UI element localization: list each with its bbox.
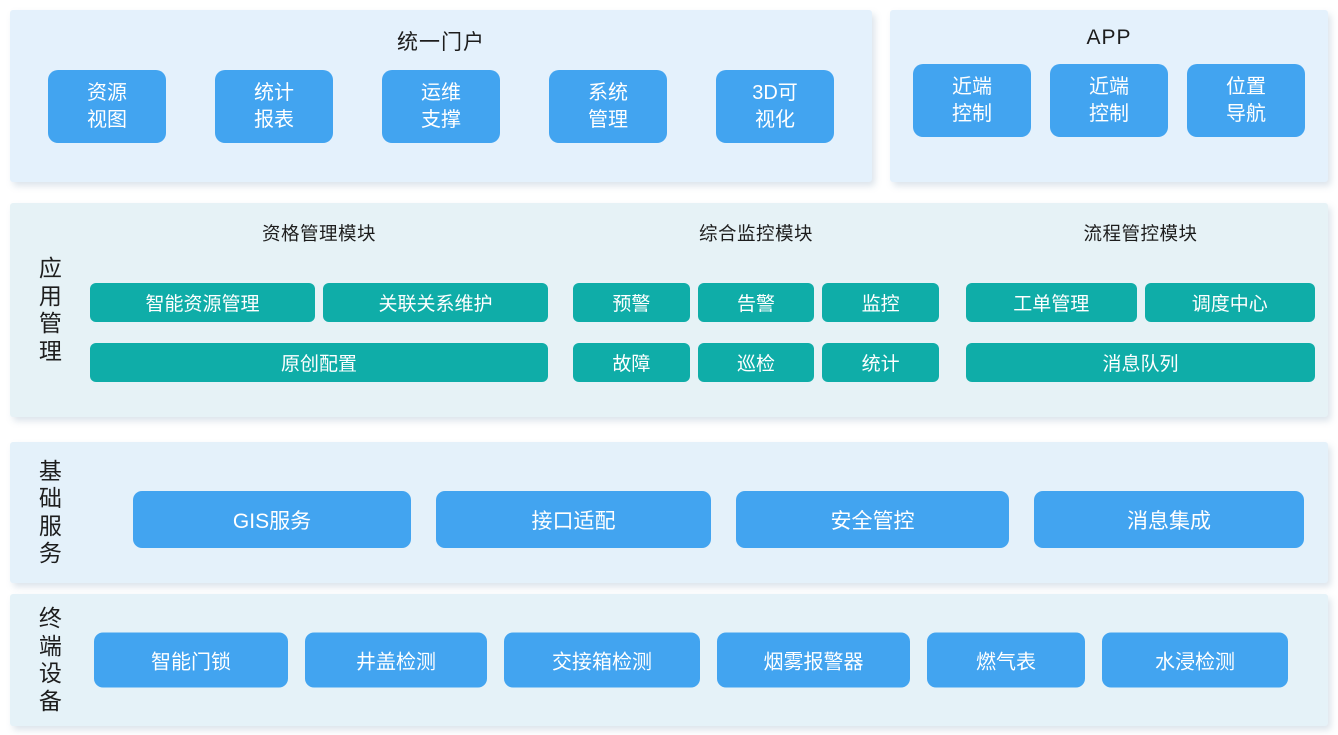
base-services-side-label: 基础服务	[38, 457, 62, 567]
qualification-management-section: 资格管理模块 智能资源管理 关联关系维护 原创配置	[90, 203, 548, 417]
monitor-button[interactable]: 监控	[822, 283, 940, 322]
system-management-button[interactable]: 系统 管理	[549, 70, 667, 143]
process-row-2: 消息队列	[966, 343, 1315, 382]
qualification-management-title: 资格管理模块	[261, 223, 376, 244]
base-services-panel: 基础服务 GIS服务 接口适配 安全管控 消息集成	[10, 442, 1328, 583]
manhole-cover-detection-button[interactable]: 井盖检测	[305, 632, 487, 688]
interface-adaptation-button[interactable]: 接口适配	[436, 491, 711, 548]
early-warning-button[interactable]: 预警	[573, 283, 690, 322]
application-management-side-label: 应用管理	[38, 255, 62, 364]
terminal-devices-button-row: 智能门锁 井盖检测 交接箱检测 烟雾报警器 燃气表 水浸检测	[94, 632, 1288, 688]
smart-door-lock-button[interactable]: 智能门锁	[94, 632, 288, 688]
dispatch-center-button[interactable]: 调度中心	[1144, 283, 1315, 322]
app-panel-title: APP	[1086, 26, 1132, 49]
water-immersion-detection-button[interactable]: 水浸检测	[1102, 632, 1288, 688]
unified-portal-button-row: 资源 视图 统计 报表 运维 支撑 系统 管理 3D可 视化	[10, 70, 872, 143]
resource-view-button[interactable]: 资源 视图	[48, 70, 166, 143]
app-button-row: 近端 控制 近端 控制 位置 导航	[890, 64, 1328, 137]
junction-box-detection-button[interactable]: 交接箱检测	[504, 632, 700, 688]
application-management-panel: 应用管理 资格管理模块 智能资源管理 关联关系维护 原创配置 综合监控模块 预警…	[10, 203, 1328, 417]
process-control-section: 流程管控模块 工单管理 调度中心 消息队列	[966, 203, 1315, 417]
process-control-title: 流程管控模块	[1083, 223, 1198, 244]
statistics-report-button[interactable]: 统计 报表	[215, 70, 333, 143]
integrated-monitoring-section: 综合监控模块 预警 告警 监控 故障 巡检 统计	[573, 203, 940, 417]
base-services-button-row: GIS服务 接口适配 安全管控 消息集成	[133, 491, 1304, 548]
unified-portal-title: 统一门户	[397, 31, 485, 54]
smart-resource-management-button[interactable]: 智能资源管理	[90, 283, 315, 322]
app-panel: APP 近端 控制 近端 控制 位置 导航	[890, 10, 1328, 182]
smoke-alarm-button[interactable]: 烟雾报警器	[717, 632, 910, 688]
unified-portal-panel: 统一门户 资源 视图 统计 报表 运维 支撑 系统 管理 3D可 视化	[10, 10, 872, 182]
location-navigation-button[interactable]: 位置 导航	[1187, 64, 1305, 137]
security-control-button[interactable]: 安全管控	[736, 491, 1009, 548]
terminal-devices-side-label: 终端设备	[38, 605, 62, 714]
message-queue-button[interactable]: 消息队列	[966, 343, 1315, 382]
monitoring-row-2: 故障 巡检 统计	[573, 343, 940, 382]
inspection-button[interactable]: 巡检	[697, 343, 815, 382]
fault-button[interactable]: 故障	[573, 343, 690, 382]
ops-support-button[interactable]: 运维 支撑	[382, 70, 500, 143]
relation-maintenance-button[interactable]: 关联关系维护	[323, 283, 548, 322]
message-integration-button[interactable]: 消息集成	[1034, 491, 1304, 548]
3d-visualization-button[interactable]: 3D可 视化	[716, 70, 834, 143]
monitoring-row-1: 预警 告警 监控	[573, 283, 940, 322]
alarm-button[interactable]: 告警	[697, 283, 815, 322]
statistics-button[interactable]: 统计	[822, 343, 940, 382]
gis-service-button[interactable]: GIS服务	[133, 491, 411, 548]
near-control-button-2[interactable]: 近端 控制	[1050, 64, 1168, 137]
process-row-1: 工单管理 调度中心	[966, 283, 1315, 322]
gas-meter-button[interactable]: 燃气表	[927, 632, 1085, 688]
integrated-monitoring-title: 综合监控模块	[698, 223, 813, 244]
qualification-row-1: 智能资源管理 关联关系维护	[90, 283, 548, 322]
qualification-row-2: 原创配置	[90, 343, 548, 382]
original-configuration-button[interactable]: 原创配置	[90, 343, 548, 382]
terminal-devices-panel: 终端设备 智能门锁 井盖检测 交接箱检测 烟雾报警器 燃气表 水浸检测	[10, 594, 1328, 726]
work-order-management-button[interactable]: 工单管理	[966, 283, 1137, 322]
near-control-button-1[interactable]: 近端 控制	[913, 64, 1031, 137]
